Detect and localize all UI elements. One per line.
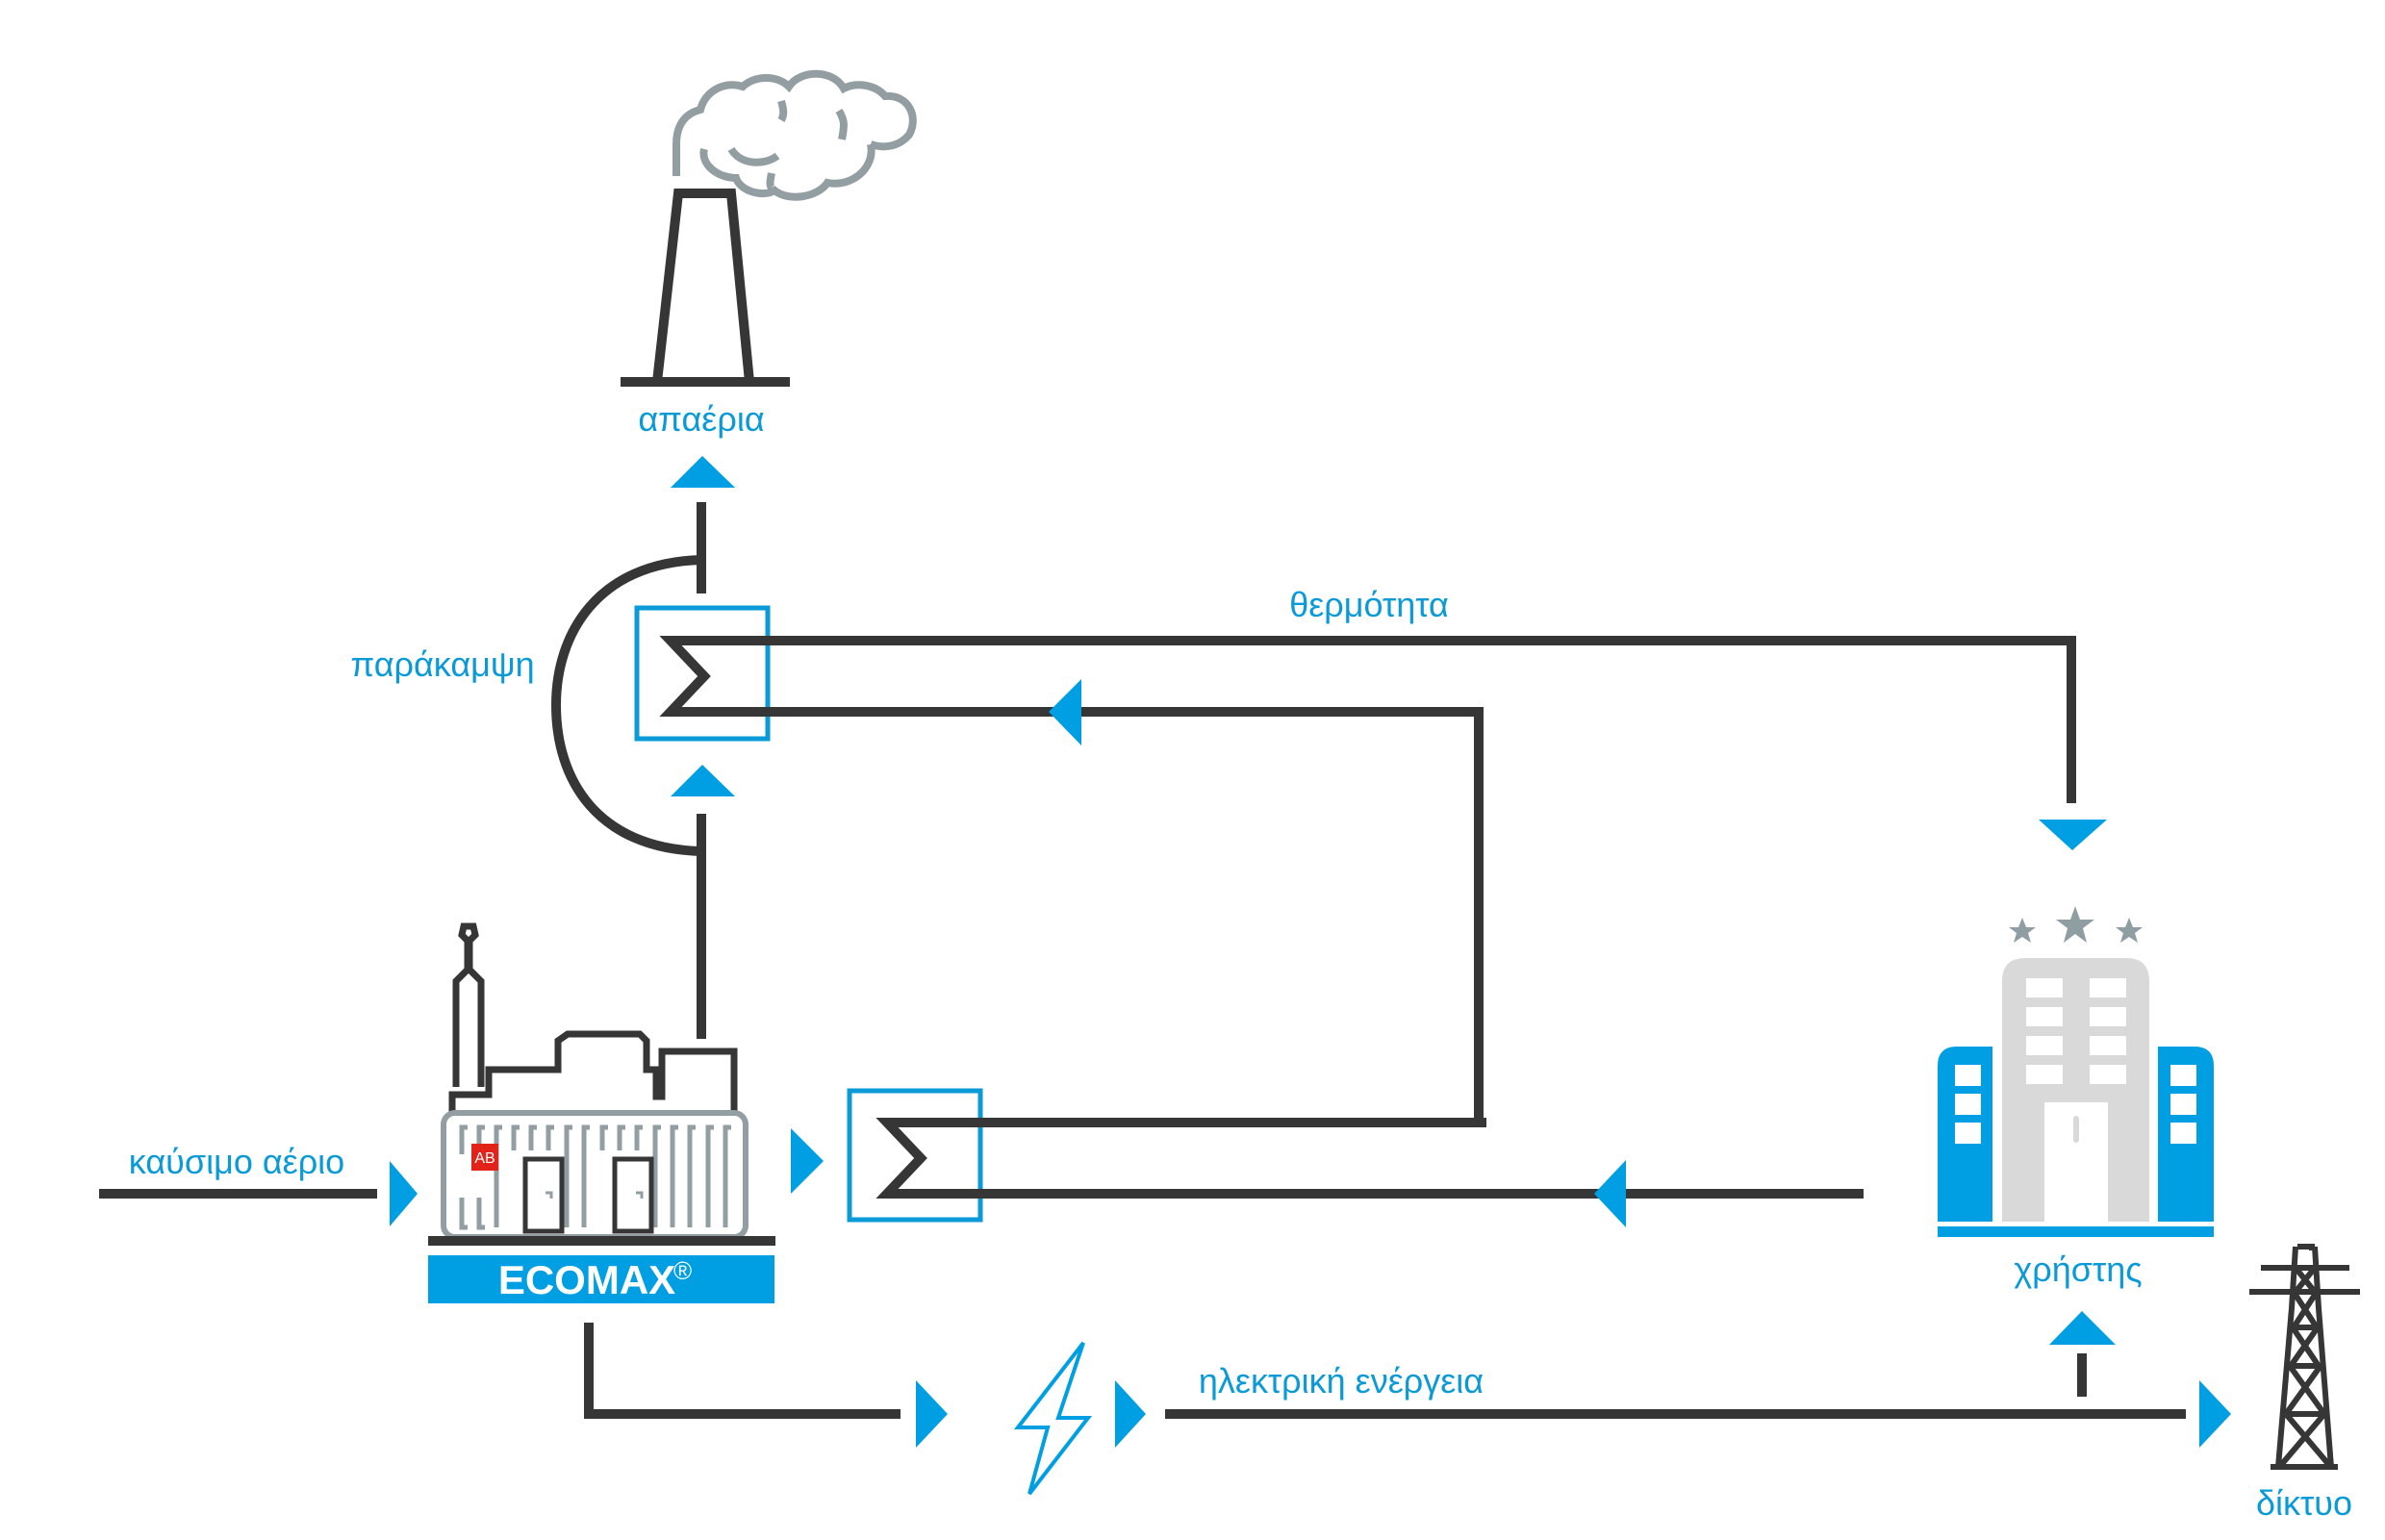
exchanger-box bbox=[847, 1088, 983, 1223]
chimney-smoke-icon bbox=[621, 69, 917, 387]
lightning-bolt-icon bbox=[1013, 1341, 1093, 1496]
cogeneration-unit-icon: AB bbox=[428, 922, 775, 1246]
heat-arrow-down bbox=[2039, 820, 2107, 850]
smoke-cloud bbox=[672, 69, 917, 201]
hotel-building-icon bbox=[1938, 906, 2214, 1237]
heat-label: θερμότητα bbox=[1289, 585, 1449, 624]
fuel-gas-label: καύσιμο αέριο bbox=[129, 1142, 344, 1181]
return-arrow-left-upper bbox=[1049, 679, 1081, 745]
exchanger-box bbox=[634, 605, 771, 742]
fuel-arrow-right bbox=[390, 1161, 418, 1226]
ab-logo: AB bbox=[471, 1144, 498, 1171]
electric-arrow-1 bbox=[916, 1380, 948, 1448]
door-left bbox=[522, 1156, 565, 1234]
unit-name-bar bbox=[428, 1255, 774, 1303]
electric-arrow-2 bbox=[1115, 1380, 1146, 1448]
exhaust-label: απαέρια bbox=[638, 399, 764, 439]
exhaust-arrow-up-lower bbox=[671, 765, 735, 796]
power-tower-icon bbox=[2249, 1244, 2360, 1470]
star-icon bbox=[2009, 918, 2036, 943]
electric-line-from-unit bbox=[584, 1323, 901, 1419]
intermediate-loop bbox=[890, 707, 1484, 1127]
door-right bbox=[612, 1156, 654, 1234]
exchanger-coil bbox=[875, 1118, 1864, 1199]
grid-arrow-right bbox=[2199, 1380, 2231, 1448]
star-icon bbox=[2056, 906, 2094, 943]
chimney-stack bbox=[652, 189, 754, 383]
registered-mark: ® bbox=[673, 1256, 692, 1285]
user-electric-arrow-up bbox=[2049, 1311, 2116, 1345]
container-ribs bbox=[459, 1124, 731, 1230]
bypass-arc bbox=[550, 555, 702, 856]
engine-heat-exchanger bbox=[847, 1088, 1864, 1223]
unit-name-label: ECOMAX bbox=[498, 1257, 675, 1302]
svg-text:AB: AB bbox=[474, 1150, 495, 1167]
exhaust-arrow-up bbox=[671, 456, 735, 488]
hotel-base bbox=[1938, 1226, 2214, 1237]
bypass-label: παράκαμψη bbox=[350, 644, 534, 684]
exhaust-heat-exchanger bbox=[634, 605, 2071, 742]
return-arrow-left-lower bbox=[1594, 1160, 1626, 1227]
exchanger-coil bbox=[659, 636, 2071, 717]
electric-energy-label: ηλεκτρική ενέργεια bbox=[1199, 1361, 1484, 1401]
unit-output-arrow bbox=[791, 1128, 824, 1194]
unit-roof bbox=[448, 1030, 738, 1112]
container bbox=[441, 1110, 748, 1240]
silencer bbox=[452, 922, 485, 1087]
star-icon bbox=[2116, 918, 2143, 943]
user-label: χρήστης bbox=[2014, 1250, 2142, 1289]
grid-label: δίκτυο bbox=[2256, 1483, 2352, 1523]
rating-stars bbox=[2009, 906, 2143, 943]
